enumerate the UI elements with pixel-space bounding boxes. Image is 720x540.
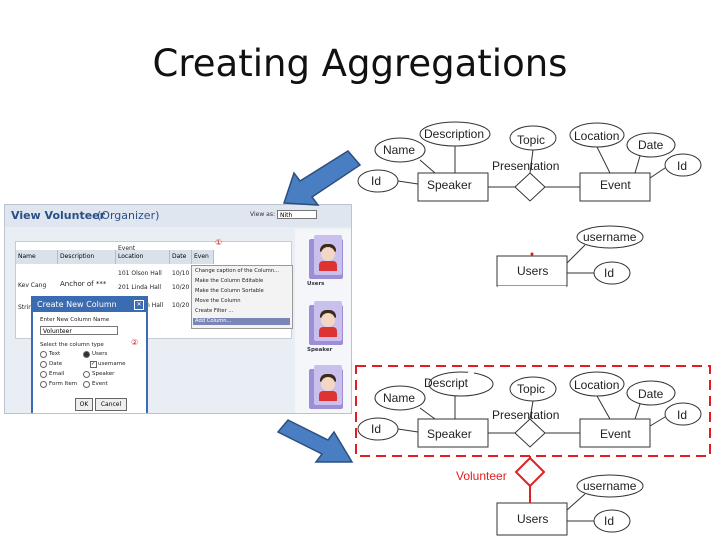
er-diagram-top xyxy=(357,121,702,290)
attr-event-id: Id xyxy=(677,159,688,173)
type-date-radio[interactable] xyxy=(40,361,47,368)
type-email-label: Email xyxy=(49,371,65,377)
attr-topic: Topic xyxy=(517,133,546,147)
menu-item-move[interactable]: Move the Column xyxy=(195,298,241,304)
entity-users: Users xyxy=(517,264,549,278)
app-screenshot: View Volunteer (Organizer) View as: Nith… xyxy=(4,204,352,414)
app-subtitle: (Organizer) xyxy=(97,209,160,222)
attr-location-bottom: Location xyxy=(574,378,620,392)
attr-speaker-id-bottom: Id xyxy=(371,422,382,436)
username-checkbox[interactable]: ✓ xyxy=(90,361,97,368)
users-folder-label: Users xyxy=(307,281,325,287)
row1-location: 101 Olson Hall xyxy=(118,270,162,277)
row3-date: 10/20 xyxy=(172,302,190,309)
step-marker-2: ② xyxy=(131,338,139,347)
speaker-folder-icon[interactable] xyxy=(309,301,343,345)
ok-button[interactable]: OK xyxy=(75,398,93,411)
entity-event: Event xyxy=(600,178,631,192)
type-speaker-radio[interactable] xyxy=(83,371,90,378)
type-formitem-label: Form Item xyxy=(49,381,78,387)
er-diagram-bottom xyxy=(355,365,711,536)
app-title: View Volunteer xyxy=(11,209,106,222)
type-username-label: username xyxy=(98,361,126,367)
arrow-bottom-icon xyxy=(276,419,354,463)
column-header-date[interactable]: Date xyxy=(170,250,192,264)
entity-speaker-bottom: Speaker xyxy=(427,427,472,441)
arrow-top-icon xyxy=(282,150,362,206)
slide-title: Creating Aggregations xyxy=(152,42,568,85)
cancel-button[interactable]: Cancel xyxy=(95,398,127,411)
dialog-header xyxy=(33,298,146,312)
column-header-even[interactable]: Even xyxy=(192,250,214,264)
entity-users-bottom: Users xyxy=(517,512,549,526)
column-header-description[interactable]: Description xyxy=(58,250,116,264)
close-icon[interactable]: ✕ xyxy=(134,300,144,310)
rel-presentation: Presentation xyxy=(492,159,560,173)
app-header: View Volunteer (Organizer) View as: Nith xyxy=(5,205,351,227)
menu-item-change-caption[interactable]: Change caption of the Column... xyxy=(195,268,280,274)
attr-users-id: Id xyxy=(604,266,615,280)
attr-name-bottom: Name xyxy=(383,391,416,405)
entity-speaker: Speaker xyxy=(427,178,472,192)
type-date-label: Date xyxy=(49,361,63,367)
row1-name: Kev Cang xyxy=(18,282,47,289)
type-email-radio[interactable] xyxy=(40,371,47,378)
menu-item-sortable[interactable]: Make the Column Sortable xyxy=(195,288,264,294)
type-text-radio[interactable] xyxy=(40,351,47,358)
row1-date: 10/10 xyxy=(172,270,190,277)
type-event-radio[interactable] xyxy=(83,381,90,388)
row2-location: 201 Linda Hall xyxy=(118,284,162,291)
column-header-location[interactable]: Location xyxy=(116,250,170,264)
row1-description: Anchor of *** xyxy=(60,280,107,288)
folder-column: Users Speaker xyxy=(295,229,351,413)
menu-item-editable[interactable]: Make the Column Editable xyxy=(195,278,264,284)
column-type-label: Select the column type xyxy=(40,342,104,348)
type-users-radio[interactable] xyxy=(83,351,90,358)
step-marker-1: ① xyxy=(215,238,223,247)
speaker-folder-label: Speaker xyxy=(307,347,333,353)
attr-speaker-id: Id xyxy=(371,174,382,188)
column-name-input[interactable]: Volunteer xyxy=(40,326,118,335)
create-column-dialog: Create New Column ✕ Enter New Column Nam… xyxy=(31,296,148,413)
attr-descript-bottom: Descript xyxy=(424,376,469,390)
type-formitem-radio[interactable] xyxy=(40,381,47,388)
attr-description: Description xyxy=(424,127,485,141)
attr-event-id-bottom: Id xyxy=(677,408,688,422)
view-as-select[interactable]: Nith xyxy=(277,210,317,219)
third-folder-icon[interactable] xyxy=(309,365,343,409)
type-users-label: Users xyxy=(92,351,108,357)
attr-date: Date xyxy=(638,138,664,152)
attr-users-id-bottom: Id xyxy=(604,514,615,528)
row2-date: 10/20 xyxy=(172,284,190,291)
column-header-name[interactable]: Name xyxy=(16,250,58,264)
type-speaker-label: Speaker xyxy=(92,371,115,377)
type-event-label: Event xyxy=(92,381,108,387)
entity-event-bottom: Event xyxy=(600,427,631,441)
column-group-event: Event xyxy=(118,245,136,252)
row2-name: Strin xyxy=(18,304,33,311)
menu-highlight xyxy=(193,318,290,325)
menu-item-add-column[interactable]: Add Column... xyxy=(195,318,232,324)
users-folder-icon[interactable] xyxy=(309,235,343,279)
attr-username: username xyxy=(583,230,637,244)
attr-date-bottom: Date xyxy=(638,387,664,401)
row3-location: n Hall xyxy=(146,302,164,309)
rel-volunteer: Volunteer xyxy=(456,469,507,483)
context-menu: Change caption of the Column... Make the… xyxy=(191,265,293,329)
attr-name: Name xyxy=(383,143,416,157)
dialog-title: Create New Column xyxy=(37,300,117,309)
type-text-label: Text xyxy=(49,351,61,357)
menu-item-create-filter[interactable]: Create Filter ... xyxy=(195,308,234,314)
view-as-label: View as: xyxy=(250,211,275,218)
attr-topic-bottom: Topic xyxy=(517,382,546,396)
rel-presentation-bottom: Presentation xyxy=(492,408,560,422)
attr-location: Location xyxy=(574,129,620,143)
dialog-prompt: Enter New Column Name xyxy=(40,317,110,323)
attr-username-bottom: username xyxy=(583,479,637,493)
